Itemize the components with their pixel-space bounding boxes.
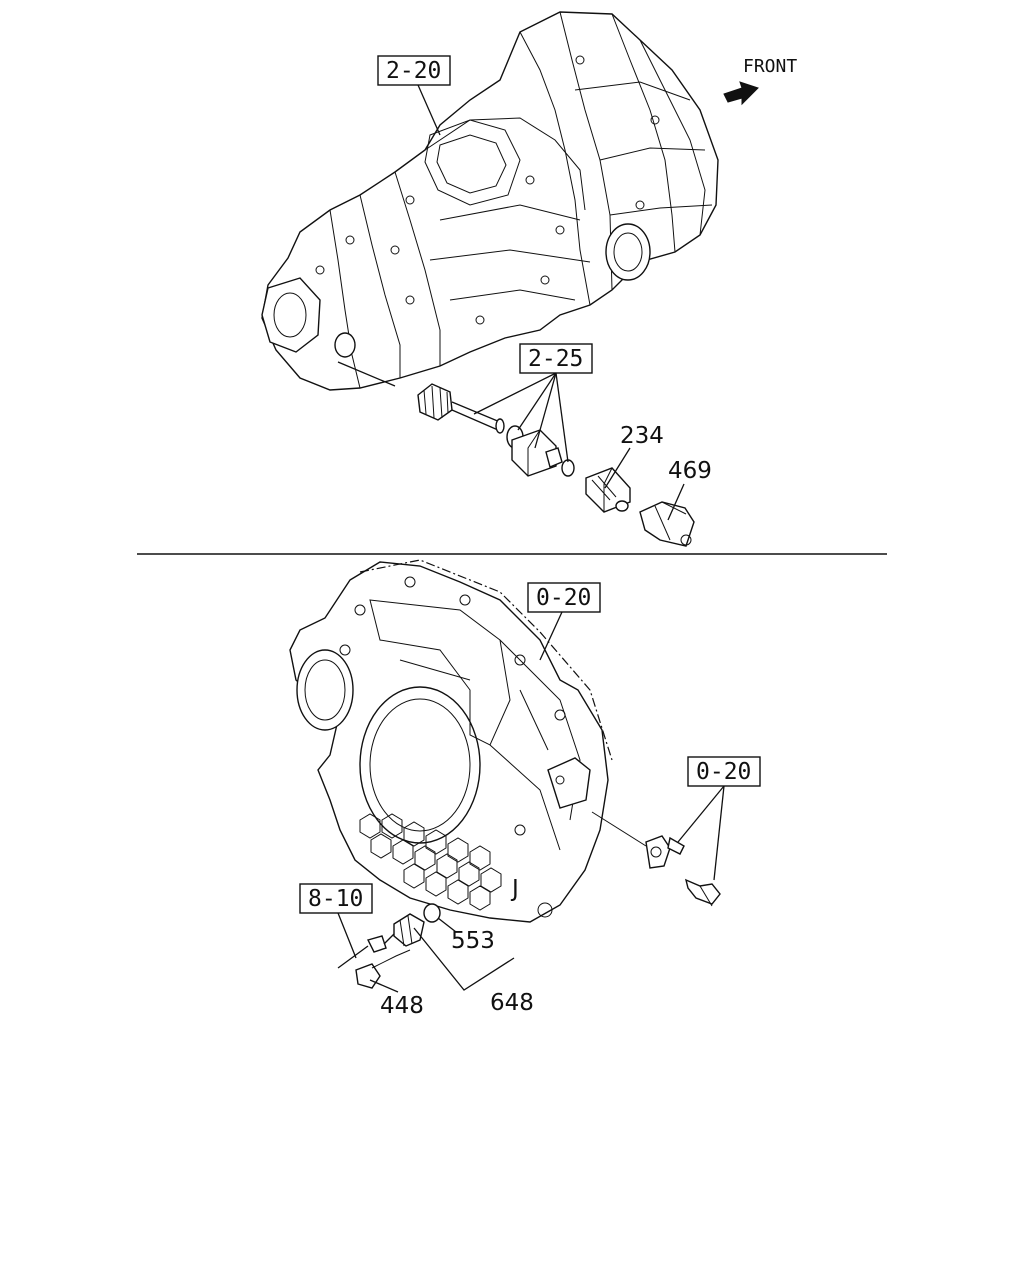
ref-box-8-10 xyxy=(299,883,373,914)
front-direction-indicator: FRONT xyxy=(723,56,797,106)
ref-flywheel-housing: 0-20 xyxy=(536,585,591,611)
marker-j: J xyxy=(510,876,519,902)
o-ring-part xyxy=(423,903,441,923)
front-arrow-icon xyxy=(723,81,759,106)
part-number-469: 469 xyxy=(668,458,712,484)
ref-box-2-25 xyxy=(519,343,593,374)
speed-sensor-part xyxy=(585,467,631,513)
ref-harness: 8-10 xyxy=(308,886,363,912)
part-number-648: 648 xyxy=(490,990,534,1016)
ref-box-0-20-housing xyxy=(527,582,601,613)
honeycomb-pattern xyxy=(359,813,502,911)
flywheel-housing-assembly xyxy=(289,559,613,923)
transmission-assembly xyxy=(261,11,719,391)
part-number-234: 234 xyxy=(620,423,664,449)
part-number-553: 553 xyxy=(451,928,495,954)
upper-callouts: 2-20 2-25 234 469 xyxy=(377,55,712,521)
ref-transmission-case: 2-20 xyxy=(386,58,441,84)
bolt-448-part xyxy=(355,963,381,989)
front-label: FRONT xyxy=(743,56,797,77)
part-number-448: 448 xyxy=(380,993,424,1019)
ref-speedometer-gear-kit: 2-25 xyxy=(528,346,583,372)
ref-box-2-20 xyxy=(377,55,451,86)
rotation-sensor-parts xyxy=(337,903,441,989)
bracket-part xyxy=(639,501,695,547)
sensor-mount-parts xyxy=(591,811,721,907)
ref-sensor-mount-bolts: 0-20 xyxy=(696,759,751,785)
sensor-648-part xyxy=(393,913,425,947)
lower-callouts: 0-20 0-20 8-10 553 648 448 xyxy=(299,582,761,1019)
speedometer-gear-parts xyxy=(337,361,575,477)
